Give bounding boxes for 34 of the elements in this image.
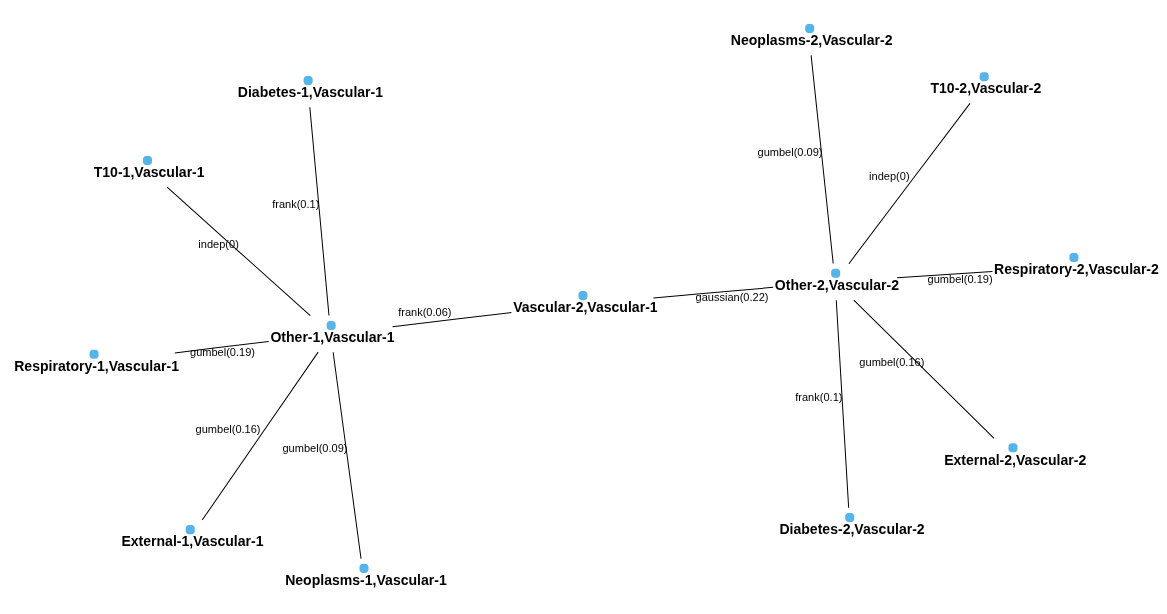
- connector: [848, 102, 971, 265]
- node-label: External-1,Vascular-1: [121, 533, 264, 550]
- connector: [835, 299, 850, 509]
- node-label: Respiratory-1,Vascular-1: [14, 358, 179, 375]
- connector: [332, 351, 362, 560]
- node-label: Other-2,Vascular-2: [774, 277, 900, 294]
- connector: [853, 299, 995, 439]
- edge-label: gumbel(0.19): [190, 345, 256, 358]
- node-label: Vascular-2,Vascular-1: [513, 299, 658, 316]
- connector: [653, 286, 774, 299]
- node-label: Diabetes-1,Vascular-1: [237, 84, 384, 101]
- node-label: Respiratory-2,Vascular-2: [994, 261, 1159, 278]
- connector: [309, 106, 330, 317]
- connector: [896, 270, 993, 279]
- edge-label: gaussian(0.22): [695, 291, 769, 304]
- edge-label: frank(0.1): [795, 390, 843, 403]
- node-label: T10-1,Vascular-1: [93, 164, 205, 181]
- edge-label: gumbel(0.16): [195, 422, 261, 435]
- edge-label: gumbel(0.09): [282, 442, 348, 455]
- edge-label: frank(0.1): [272, 198, 320, 211]
- connector: [174, 341, 270, 354]
- node-label: T10-2,Vascular-2: [930, 80, 1042, 97]
- node-label: External-2,Vascular-2: [944, 451, 1087, 468]
- node-label: Neoplasms-1,Vascular-1: [285, 572, 447, 589]
- connector: [810, 54, 834, 264]
- connector: [201, 351, 319, 521]
- node-label: Diabetes-2,Vascular-2: [779, 521, 925, 538]
- node-label: Other-1,Vascular-1: [270, 329, 395, 346]
- edge-label: gumbel(0.19): [927, 273, 993, 286]
- connector: [166, 186, 311, 317]
- edge-label: indep(0): [869, 170, 910, 183]
- node-label: Neoplasms-2,Vascular-2: [730, 32, 893, 49]
- connector: [392, 312, 512, 328]
- edge-label: frank(0.06): [398, 306, 452, 319]
